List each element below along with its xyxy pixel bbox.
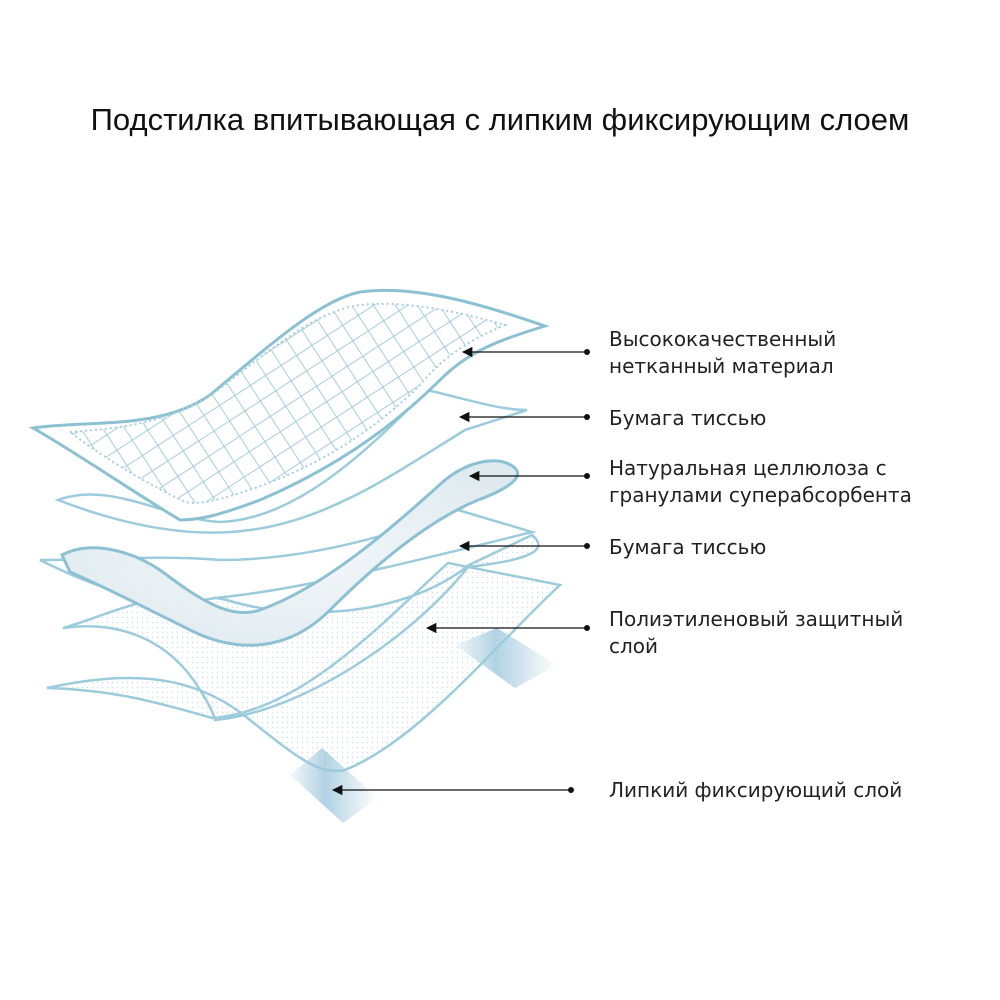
label-line: нетканный материал <box>609 354 834 378</box>
label-line: Бумага тиссью <box>609 535 767 559</box>
diagram-title: Подстилка впитывающая с липким фиксирующ… <box>90 102 910 137</box>
label-cellulose: Натуральная целлюлоза с гранулами супера… <box>609 455 912 509</box>
label-line: Полиэтиленовый защитный <box>609 607 904 631</box>
label-line: слой <box>609 634 659 658</box>
label-line: Высококачественный <box>609 327 837 351</box>
layer-cellulose <box>60 459 519 647</box>
layer-nonwoven-mesh <box>67 302 508 504</box>
label-line: гранулами суперабсорбента <box>609 483 912 507</box>
label-line: Натуральная целлюлоза с <box>609 456 887 480</box>
pointer-arrows <box>331 346 590 796</box>
layer-tissue-upper <box>54 388 528 534</box>
label-line: Бумага тиссью <box>609 406 767 430</box>
label-tissue-upper: Бумага тиссью <box>609 405 766 432</box>
label-polyethylene: Полиэтиленовый защитный слой <box>609 606 903 660</box>
label-tissue-lower: Бумага тиссью <box>609 534 766 561</box>
label-adhesive: Липкий фиксирующий слой <box>609 777 902 804</box>
label-nonwoven: Высококачественный нетканный материал <box>609 326 836 380</box>
label-line: Липкий фиксирующий слой <box>609 778 903 802</box>
